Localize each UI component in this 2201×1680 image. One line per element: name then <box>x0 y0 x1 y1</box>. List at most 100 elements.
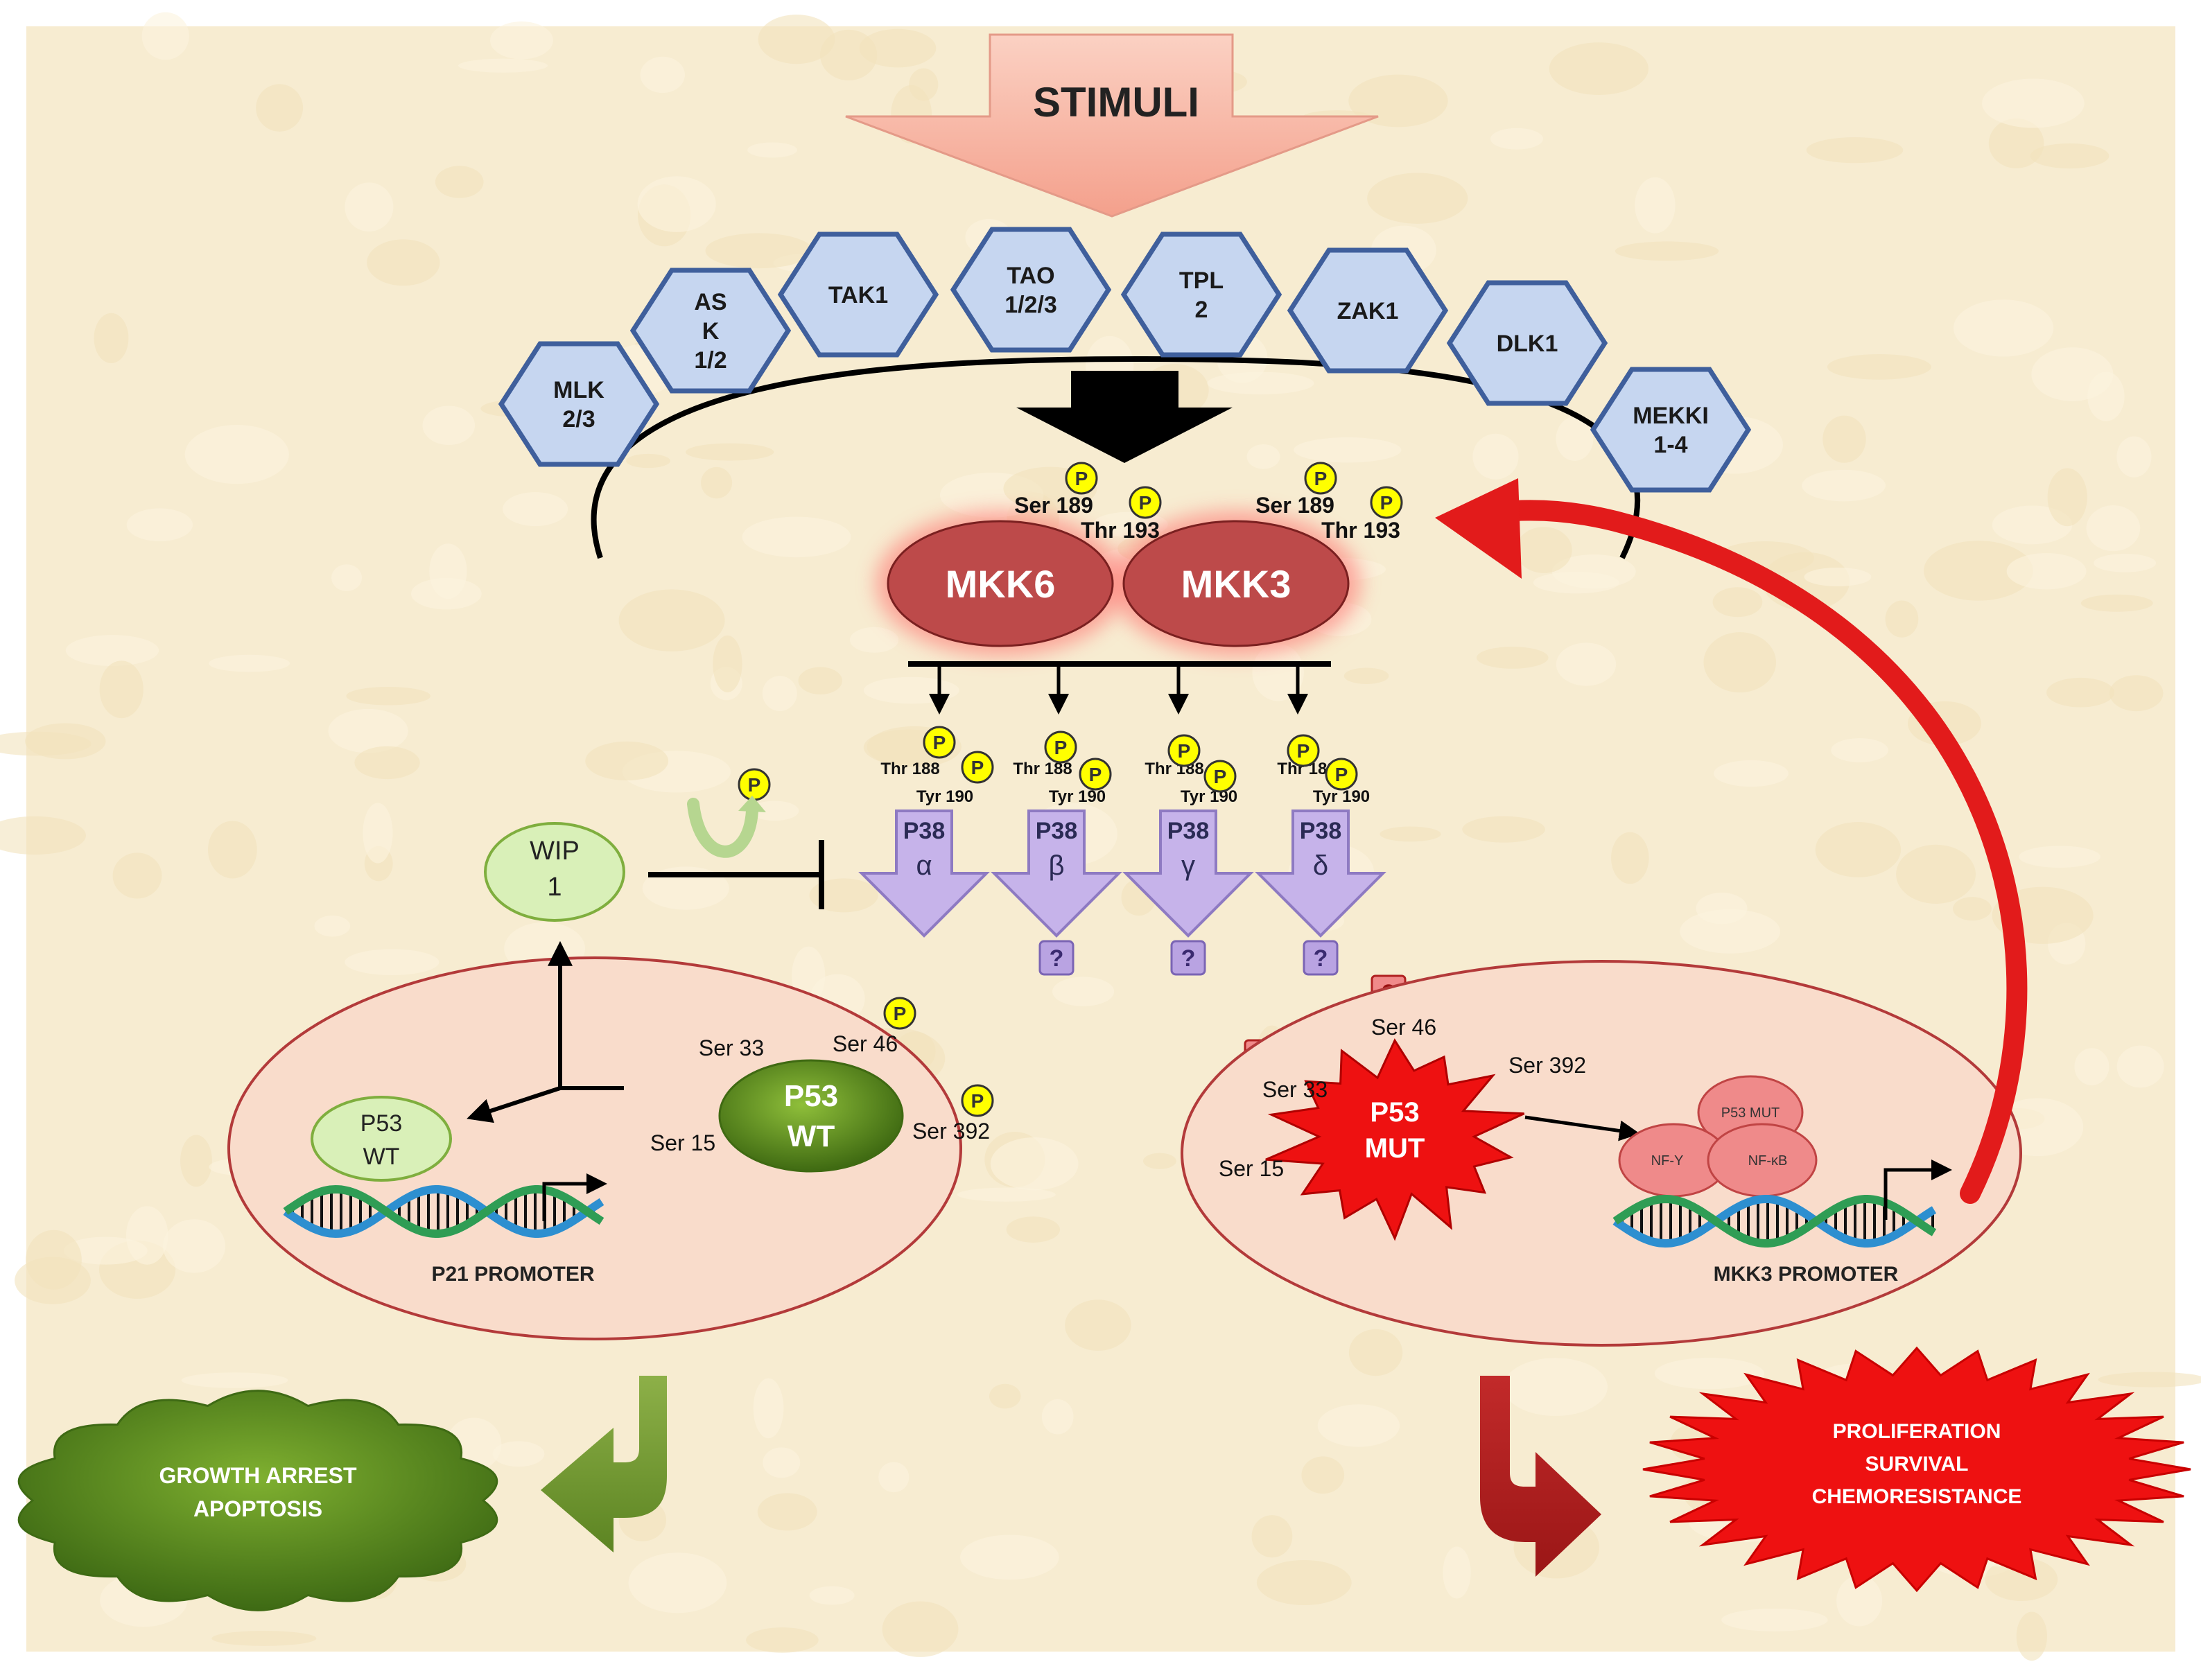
feedback-arrow <box>1435 478 2028 1204</box>
p21-promoter-label: P21 PROMOTER <box>431 1263 594 1286</box>
p53-wt-label-line1: P53 <box>784 1079 838 1113</box>
right-site-ser392: Ser 392 <box>1508 1053 1586 1078</box>
phospho-mark-12: P <box>748 774 761 796</box>
dephosphorylation-arrow <box>687 798 758 858</box>
phospho-icon-8 <box>1167 734 1201 767</box>
phospho-mark-5: P <box>971 757 984 778</box>
p53-wt-label-line2: WT <box>788 1119 835 1153</box>
p53-wt-small-label-line2: WT <box>363 1144 400 1170</box>
kinase-hexagon-5 <box>1287 247 1449 374</box>
phospho-icon-7 <box>1079 758 1112 791</box>
mkk3-label: MKK3 <box>1181 562 1291 606</box>
mkk6-label: MKK6 <box>946 562 1056 606</box>
p38-isoform-2: γ <box>1181 850 1195 881</box>
phospho-mark-10: P <box>1297 740 1310 762</box>
kinase-label-4-0: TPL <box>1179 268 1224 294</box>
phospho-mark-11: P <box>1335 764 1348 785</box>
complex-p53mut-label: P53 MUT <box>1721 1105 1780 1121</box>
p38-label-1: P38 <box>1036 818 1078 844</box>
p38-unknown-badge-1 <box>1038 940 1075 976</box>
p38-unknown-badge-3 <box>1303 940 1339 976</box>
mkk3-ser-site: Ser 189 <box>1255 493 1334 518</box>
p38-isoform-arrow-0 <box>858 810 990 938</box>
mkk3-promoter-label: MKK3 PROMOTER <box>1714 1263 1899 1286</box>
phospho-icon-2 <box>1304 462 1337 495</box>
phospho-icon-10 <box>1287 734 1320 767</box>
p53-to-p21-arrow <box>467 1086 561 1123</box>
kinase-label-3-0: TAO <box>1007 263 1054 289</box>
phospho-mark-8: P <box>1178 740 1191 762</box>
kinase-hexagon-1 <box>629 268 792 394</box>
mkk3-thr-site: Thr 193 <box>1321 518 1400 543</box>
kinase-hexagon-6 <box>1446 280 1608 406</box>
outcome-left-line2: APOPTOSIS <box>193 1496 322 1521</box>
kinase-label-7-1: 1-4 <box>1653 432 1687 458</box>
kinase-label-1-2: 1/2 <box>694 347 727 374</box>
p53-mut-node <box>1265 1038 1525 1241</box>
kinase-hexagon-4 <box>1120 231 1282 358</box>
phospho-icon-6 <box>1044 730 1077 764</box>
p38-label-3: P38 <box>1300 818 1342 844</box>
mkk-to-p38-connector <box>908 661 1331 715</box>
stimuli-arrow: STIMULI <box>845 33 1379 218</box>
phospho-mark-9: P <box>1214 766 1227 787</box>
phospho-mark-14: P <box>894 1003 907 1024</box>
phospho-mark-7: P <box>1089 764 1102 785</box>
phospho-mark-2: P <box>1314 468 1328 489</box>
kinase-label-1-0: AS <box>694 289 727 315</box>
phospho-icon-14 <box>883 997 916 1030</box>
phospho-mark-3: P <box>1380 492 1393 514</box>
outcome-right-line3: CHEMORESISTANCE <box>1812 1485 2022 1508</box>
right-site-ser33: Ser 33 <box>1262 1077 1328 1102</box>
kinase-hexagon-7 <box>1590 367 1752 493</box>
mkk6-thr-site: Thr 193 <box>1081 518 1160 543</box>
p38-unknown-mark-3: ? <box>1314 945 1328 972</box>
wip1-label-line2: 1 <box>547 873 562 902</box>
black-down-arrow <box>1016 371 1233 463</box>
p38-isoform-1: β <box>1048 850 1064 881</box>
phospho-mark-16: P <box>971 1090 984 1112</box>
left-outcome: GROWTH ARREST APOPTOSIS <box>17 1376 667 1611</box>
p53-mut-label-line2: MUT <box>1365 1133 1425 1164</box>
mkk6-ser-site: Ser 189 <box>1014 493 1093 518</box>
phospho-mark-6: P <box>1054 737 1068 758</box>
phospho-mark-1: P <box>1139 492 1152 514</box>
wip1-label-line1: WIP <box>530 837 580 866</box>
mkk3-promoter-dna <box>1612 1194 1937 1248</box>
transcription-complex: P53 MUT NF-Y NF-κB <box>1618 1075 1818 1198</box>
p38-unknown-badge-2 <box>1170 940 1206 976</box>
p38-tyr-site-2: Tyr 190 <box>1181 787 1237 806</box>
phospho-icon-1 <box>1129 486 1162 519</box>
stimuli-label: STIMULI <box>1033 79 1199 125</box>
phospho-icon-5 <box>961 751 994 784</box>
p53-mut-label-line1: P53 <box>1370 1097 1419 1128</box>
kinase-label-5-0: ZAK1 <box>1337 298 1399 324</box>
kinase-hexagon-3 <box>950 227 1112 353</box>
mkk-group: MKK6 MKK3 <box>876 511 1361 656</box>
p38-tyr-site-0: Tyr 190 <box>916 787 973 806</box>
left-nucleus: P53 WT P21 PROMOTER P53 WT Ser 33 Ser 46… <box>227 940 990 1340</box>
outcome-right-line1: PROLIFERATION <box>1833 1420 2001 1443</box>
phospho-icon-3 <box>1370 486 1403 519</box>
mkk3-node <box>1122 520 1350 647</box>
left-site-ser46: Ser 46 <box>833 1031 898 1056</box>
p53-wt-small-label-line1: P53 <box>360 1110 403 1137</box>
kinase-label-1-1: K <box>702 318 720 344</box>
mkk6-node <box>887 520 1114 647</box>
p38-unknown-mark-2: ? <box>1181 945 1196 972</box>
p21-promoter-dna <box>283 1184 604 1239</box>
mkk3-transcription-arrow <box>1884 1160 1952 1220</box>
kinase-hexagon-0 <box>498 341 660 467</box>
proliferation-burst <box>1642 1346 2191 1593</box>
p53-wt-small-node <box>311 1096 452 1182</box>
p38-unknown-mark-1: ? <box>1050 945 1064 972</box>
mkk-phosphosites: Ser 189 Thr 193 Ser 189 Thr 193 <box>1014 493 1400 543</box>
p38-isoform-0: α <box>916 850 932 881</box>
p38-label-0: P38 <box>903 818 946 844</box>
outcome-left-line1: GROWTH ARREST <box>159 1463 356 1488</box>
phospho-icon-4 <box>923 726 956 759</box>
